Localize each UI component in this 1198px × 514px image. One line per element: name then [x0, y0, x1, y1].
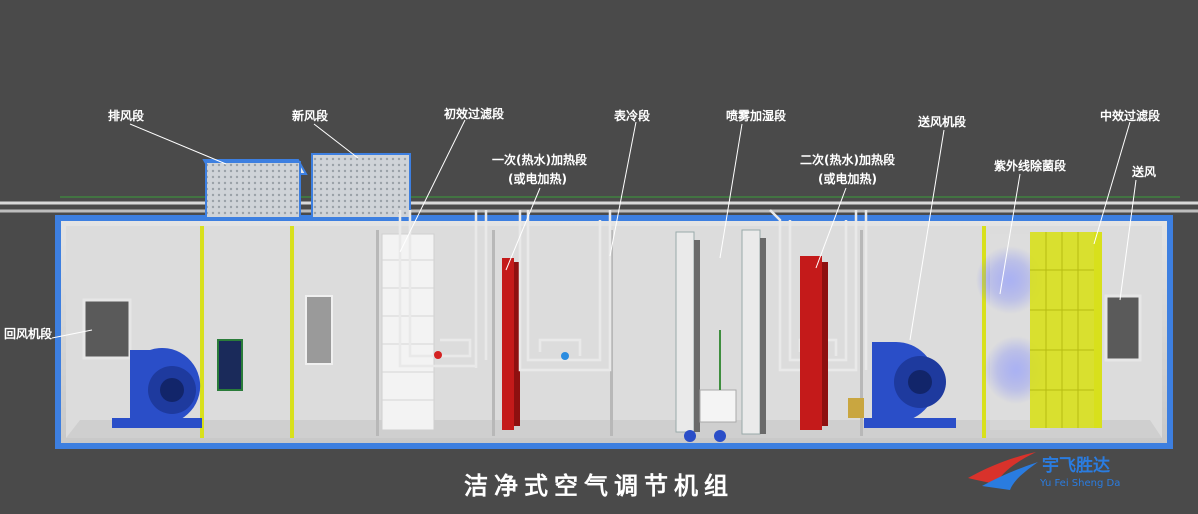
label-fresh-air: 新风段: [292, 108, 329, 123]
label-cooling: 表冷段: [613, 108, 651, 123]
fresh-air-box: [311, 153, 411, 219]
return-air-grille: [82, 298, 132, 360]
label-heating1-line2: (或电加热): [508, 171, 567, 186]
return-fan-icon: [112, 348, 202, 428]
logo-name-en: Yu Fei Sheng Da: [1039, 478, 1120, 489]
company-logo: 宇飞胜达 Yu Fei Sheng Da: [968, 452, 1120, 490]
label-heating1-line1: 一次(热水)加热段: [492, 152, 588, 167]
label-humidifier: 喷雾加湿段: [726, 108, 787, 123]
label-heating2-line1: 二次(热水)加热段: [800, 152, 896, 167]
valve-icon: [434, 351, 442, 359]
supply-air-outlet: [1104, 294, 1142, 362]
heater-piping-1: [398, 210, 612, 372]
label-return-fan: 回风机段: [4, 326, 53, 341]
label-medium-filter: 中效过滤段: [1100, 108, 1161, 123]
exhaust-box: [202, 159, 308, 219]
medium-filter: [1030, 232, 1102, 428]
label-supply-air: 送风: [1131, 164, 1156, 179]
fresh-air-louver: [305, 295, 333, 365]
primary-heater: [502, 258, 520, 430]
logo-wing-icon: [982, 462, 1038, 490]
label-heating2-line2: (或电加热): [818, 171, 877, 186]
label-supply-fan: 送风机段: [917, 114, 967, 129]
logo-name-cn: 宇飞胜达: [1042, 455, 1110, 476]
label-exhaust: 排风段: [108, 108, 145, 123]
return-fan-section: [82, 298, 243, 428]
section-labels: 排风段 新风段 初效过滤段 一次(热水)加热段 (或电加热) 表冷段 喷雾加湿段…: [4, 106, 1161, 341]
secondary-heater: [800, 256, 828, 430]
primary-filter: [381, 233, 435, 431]
supply-fan-icon: [848, 342, 956, 428]
section-dividers: [200, 226, 986, 438]
label-primary-filter: 初效过滤段: [444, 106, 505, 121]
top-pipes: [0, 196, 1198, 213]
valve-icon: [561, 352, 569, 360]
label-uv: 紫外线除菌段: [994, 158, 1067, 173]
leader-lines: [51, 119, 1137, 341]
diagram-title: 洁净式空气调节机组: [464, 472, 734, 500]
logo-wing-icon: [968, 452, 1036, 484]
cooling-coil: [675, 229, 766, 442]
